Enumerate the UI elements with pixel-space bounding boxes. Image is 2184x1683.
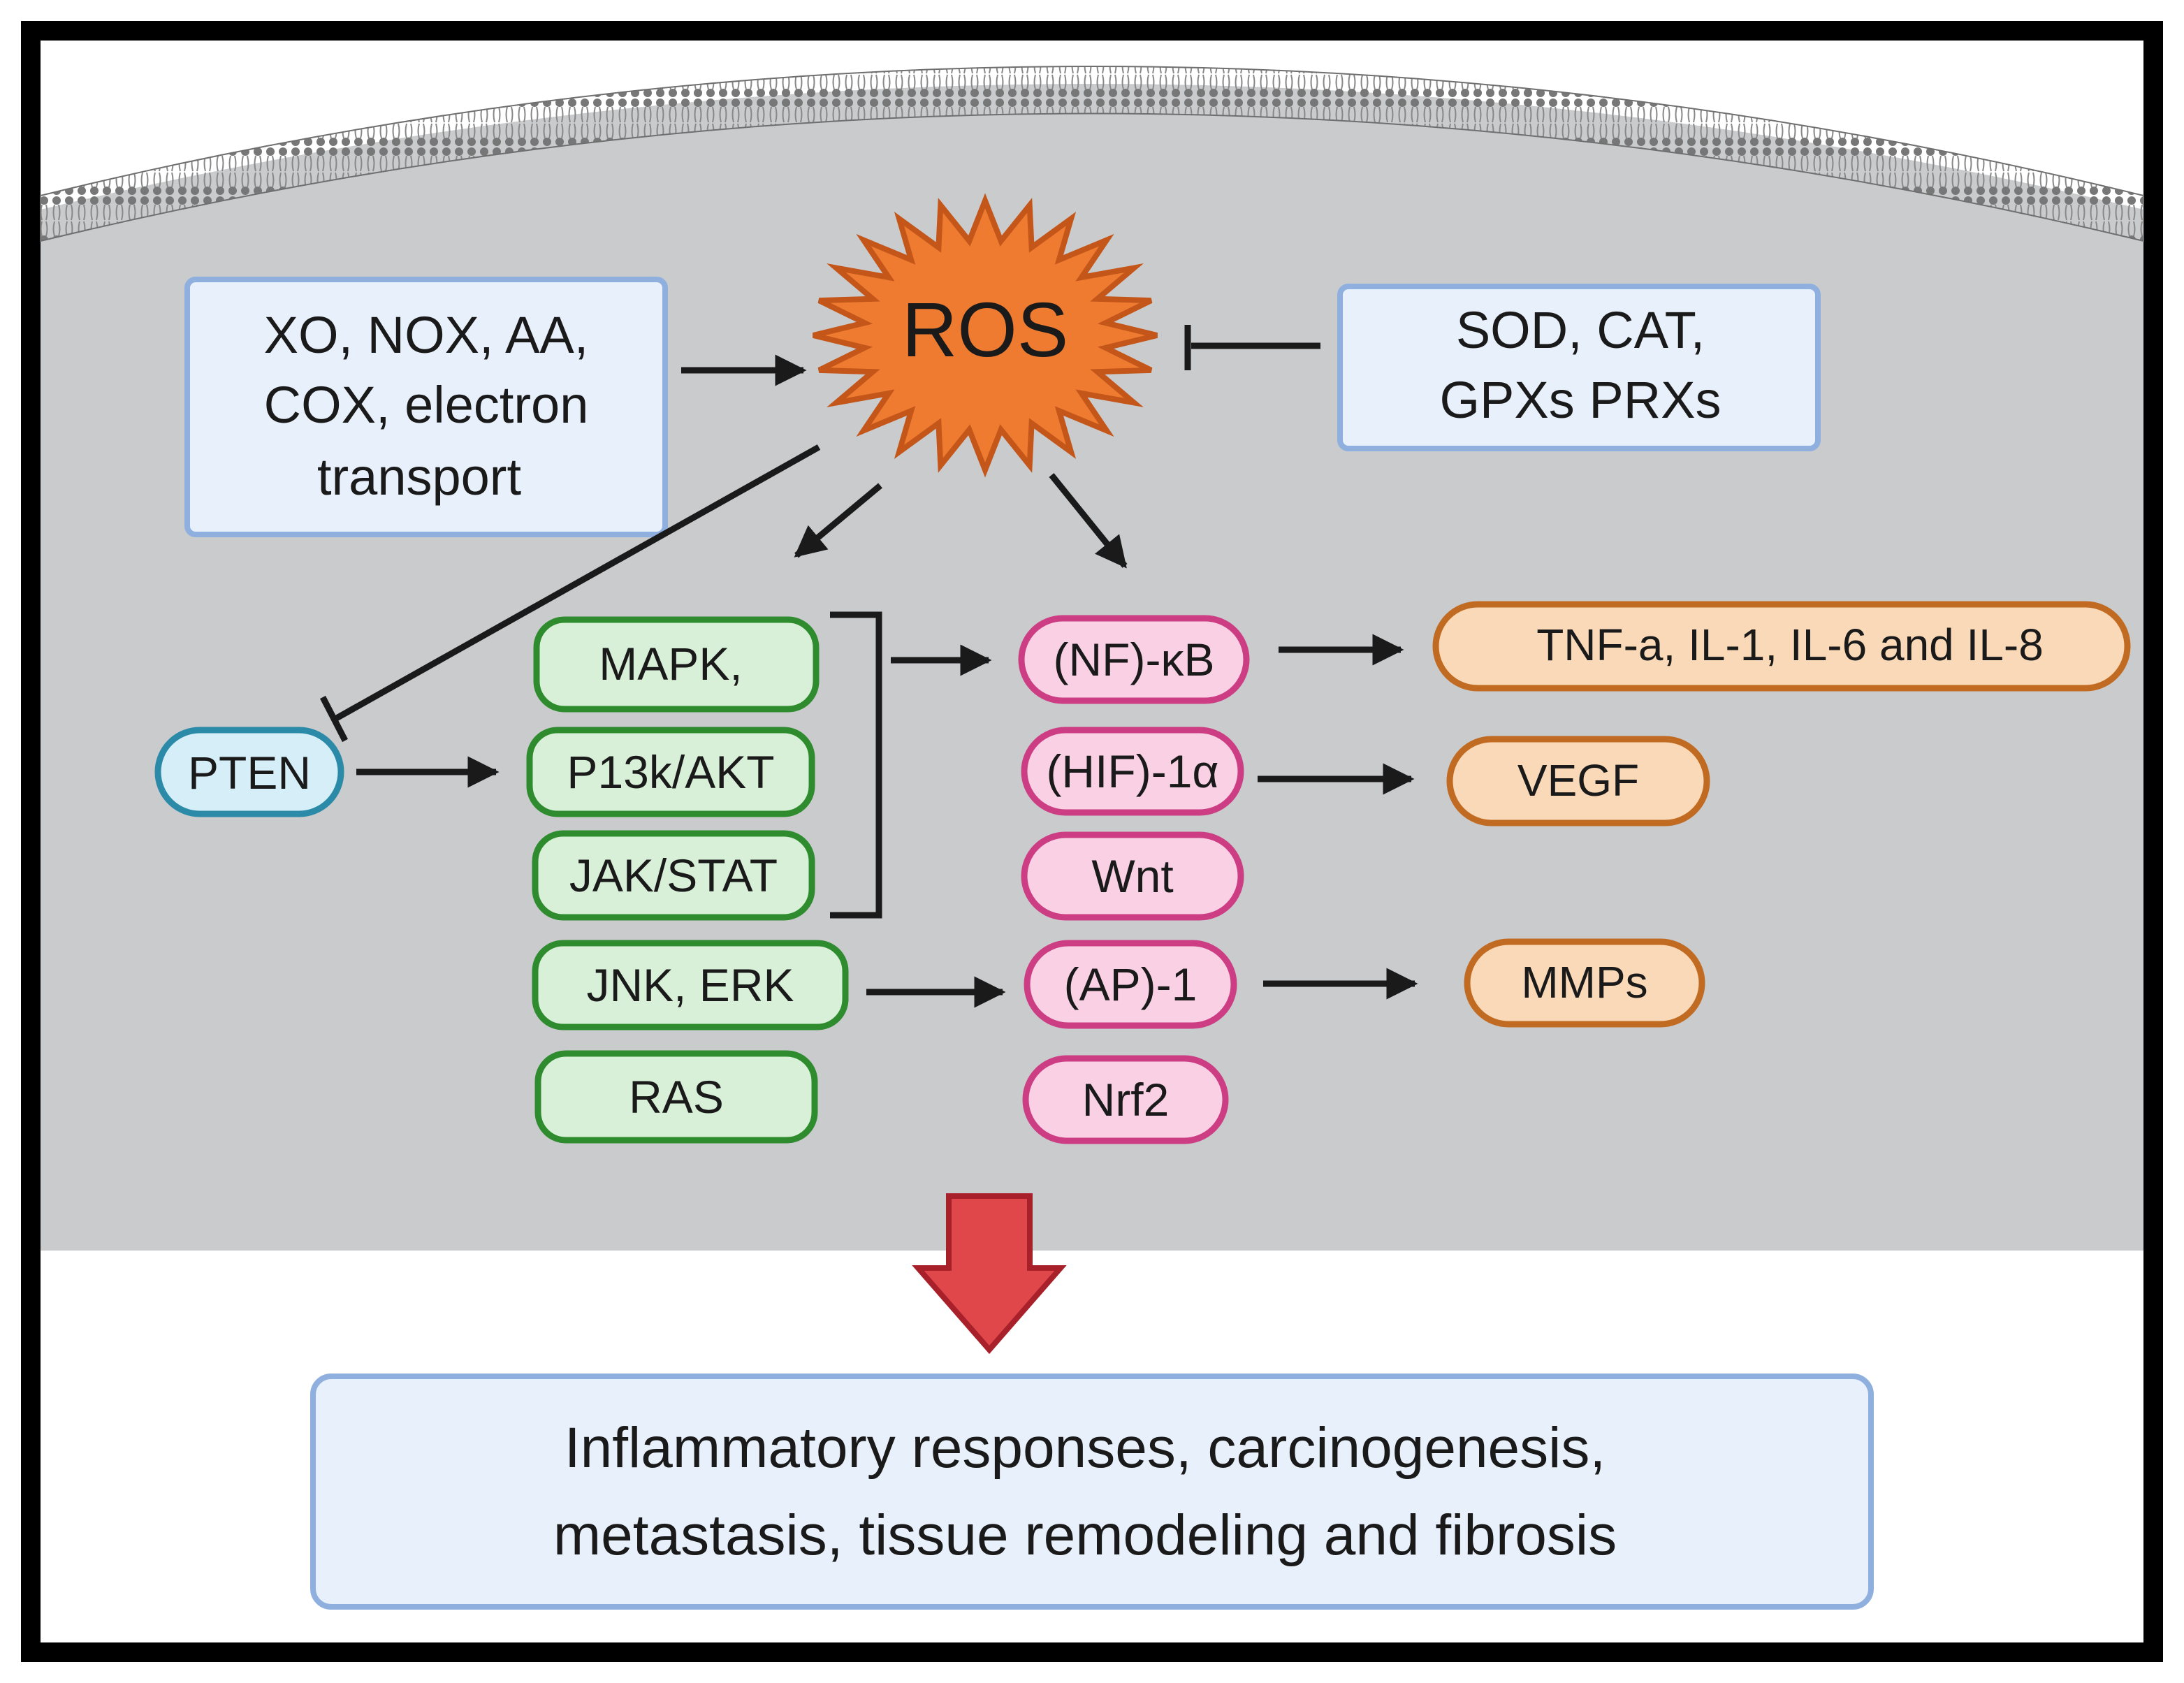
kinase-node-mapk [533, 616, 820, 713]
kinase-label-ras: RAS [629, 1071, 724, 1123]
pten-node [154, 727, 344, 817]
outcome-box [310, 1374, 1874, 1610]
tf-node-nfkb [1018, 615, 1250, 704]
tf-node-ap1 [1024, 940, 1237, 1029]
output-label-mmps: MMPs [1521, 957, 1647, 1007]
tf-label-nrf2: Nrf2 [1082, 1074, 1170, 1125]
antioxidants-line-2: GPXs PRXs [1440, 371, 1721, 429]
kinase-node-jak-stat [532, 830, 815, 921]
tf-node-wnt [1021, 831, 1244, 921]
down-arrow-icon [912, 1193, 1067, 1355]
producers-line-3: transport [317, 448, 521, 506]
tf-node-hif1a [1021, 727, 1244, 816]
producers-line-1: XO, NOX, AA, [264, 306, 589, 364]
inhibit-ros-to-pten [332, 444, 821, 722]
output-node-vegf [1446, 736, 1710, 826]
outcome-line-1: Inflammatory responses, carcinogenesis, [565, 1416, 1606, 1480]
kinase-node-jnk-erk [532, 940, 849, 1030]
tf-label-wnt: Wnt [1091, 850, 1173, 902]
antioxidants-box [1337, 284, 1821, 451]
ros-label: ROS [902, 287, 1068, 373]
output-label-cytokines: TNF-a, IL-1, IL-6 and IL-8 [1536, 620, 2044, 670]
tf-label-nfkb: (NF)-κB [1054, 634, 1215, 685]
output-node-mmps [1464, 938, 1705, 1028]
outcome-line-2: metastasis, tissue remodeling and fibros… [553, 1503, 1617, 1567]
tf-node-nrf2 [1022, 1055, 1229, 1144]
output-node-cytokines [1432, 601, 2131, 692]
ros-producers-box [184, 277, 668, 537]
transcription-factor-group: (NF)-κB (HIF)-1α Wnt (AP)-1 Nrf2 [1018, 615, 1250, 1144]
kinase-group: MAPK, P13k/AKT JAK/STAT JNK, ERK RAS [526, 616, 849, 1144]
pten-label: PTEN [188, 747, 311, 799]
tf-label-hif1a: (HIF)-1α [1046, 745, 1218, 797]
output-label-vegf: VEGF [1517, 755, 1639, 806]
kinase-bracket [830, 611, 882, 919]
kinase-label-mapk: MAPK, [599, 638, 742, 690]
kinase-node-ras [534, 1050, 818, 1144]
cell-membrane [40, 66, 2144, 242]
antioxidants-line-1: SOD, CAT, [1456, 301, 1705, 359]
kinase-label-pi3k-akt: P13k/AKT [567, 746, 774, 798]
arrow-ros-to-transcription-factors [1049, 473, 1128, 569]
kinase-label-jak-stat: JAK/STAT [569, 850, 778, 901]
tf-label-ap1: (AP)-1 [1064, 959, 1197, 1010]
kinase-label-jnk-erk: JNK, ERK [586, 959, 794, 1011]
producers-line-2: COX, electron [264, 376, 589, 434]
ros-burst-icon [813, 193, 1158, 478]
kinase-node-pi3k-akt [526, 727, 815, 817]
arrow-ros-to-kinases [794, 483, 882, 558]
output-group: TNF-a, IL-1, IL-6 and IL-8 VEGF MMPs [1432, 601, 2131, 1028]
inhibit-bar-pten [320, 695, 348, 743]
